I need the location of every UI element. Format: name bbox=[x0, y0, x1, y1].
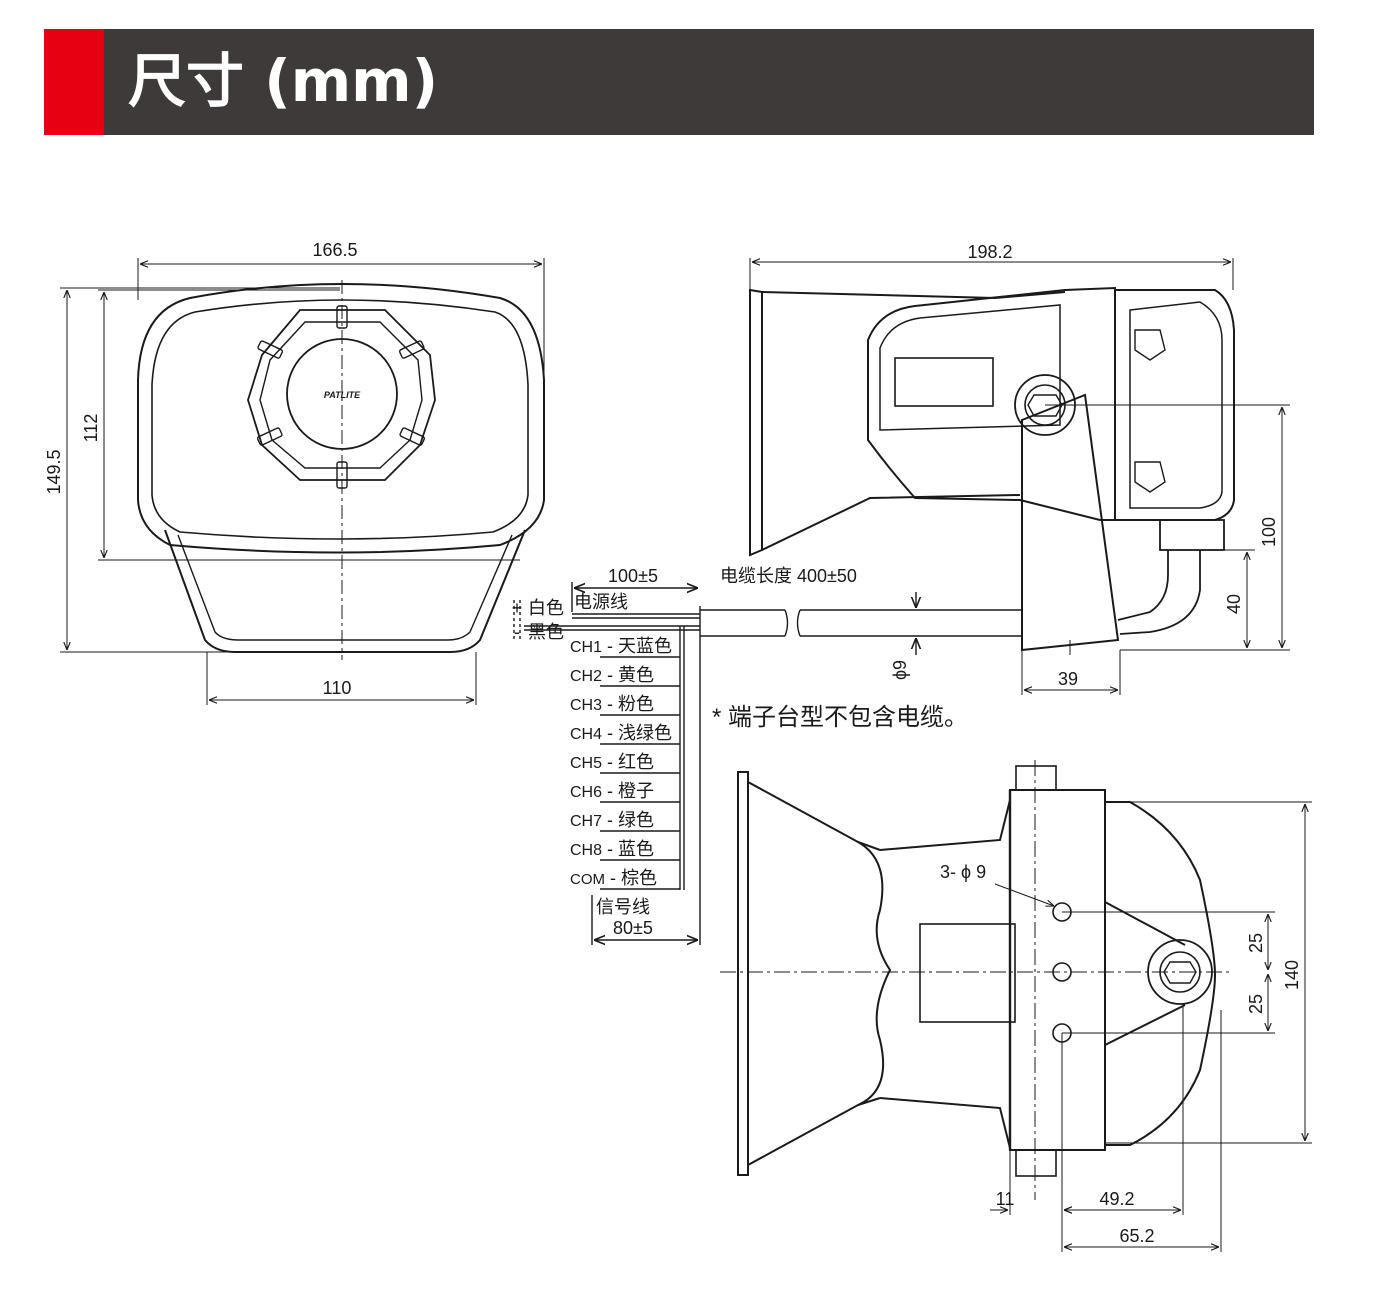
side-rear-cover bbox=[1115, 289, 1235, 521]
front-logo: PATLITE bbox=[324, 390, 361, 400]
bottom-bolt-bottom bbox=[1015, 1149, 1057, 1177]
dim-holes: 3- ϕ 9 bbox=[940, 862, 986, 882]
bottom-horn bbox=[737, 771, 749, 1176]
dim-cable-diameter: ϕ9 bbox=[890, 660, 910, 680]
front-dims: 166.5 149.5 112 110 bbox=[44, 240, 545, 705]
bottom-rear-cover bbox=[1105, 801, 1217, 1146]
channel-list: CH1 - 天蓝色 CH2 - 黄色 CH3 - 粉色 CH4 - 浅绿色 CH… bbox=[570, 636, 672, 888]
dim-offset-mid: 49.2 bbox=[1099, 1189, 1134, 1209]
black-wire-label: 黑色 bbox=[528, 622, 564, 642]
plus-sign: + bbox=[512, 598, 523, 618]
section-title: 尺寸 (mm) bbox=[128, 47, 439, 115]
channel-label: CH3 - 粉色 bbox=[570, 694, 654, 714]
dim-offset-left: 11 bbox=[996, 1189, 1015, 1209]
side-cable-gland bbox=[1159, 519, 1225, 551]
bottom-view bbox=[720, 760, 1230, 1200]
front-body-inner bbox=[151, 299, 529, 540]
side-bracket bbox=[1021, 393, 1120, 652]
dim-pitch-lower: 25 bbox=[1246, 994, 1266, 1014]
cable-length-label: 电缆长度 400±50 bbox=[720, 566, 857, 586]
side-dims: 198.2 100 40 39 ϕ9 bbox=[749, 242, 1290, 695]
side-view bbox=[749, 286, 1235, 655]
bottom-bracket bbox=[1009, 789, 1106, 1151]
channel-label: CH6 - 橙子 bbox=[570, 781, 654, 801]
power-wire-label: 电源线 bbox=[574, 592, 628, 612]
channel-label: CH1 - 天蓝色 bbox=[570, 636, 672, 656]
dim-front-height: 149.5 bbox=[44, 449, 64, 494]
front-body-outer bbox=[137, 283, 545, 554]
dim-side-lower-height: 40 bbox=[1224, 594, 1244, 614]
bottom-label-plate bbox=[919, 923, 1016, 1023]
minus-sign: - bbox=[514, 622, 520, 642]
channel-label: CH7 - 绿色 bbox=[570, 810, 654, 830]
channel-label: CH2 - 黄色 bbox=[570, 665, 654, 685]
dim-side-bracket: 39 bbox=[1058, 669, 1078, 689]
side-label-plate bbox=[894, 357, 994, 407]
power-wire-length: 100±5 bbox=[608, 566, 658, 586]
dim-pitch-upper: 25 bbox=[1246, 933, 1266, 953]
dim-side-height: 100 bbox=[1259, 517, 1279, 547]
dim-front-width: 166.5 bbox=[312, 240, 357, 260]
channel-label: CH8 - 蓝色 bbox=[570, 839, 654, 859]
section-header: 尺寸 (mm) bbox=[44, 29, 1314, 135]
channel-label: CH5 - 红色 bbox=[570, 752, 654, 772]
dim-side-length: 198.2 bbox=[967, 242, 1012, 262]
dim-offset-total: 65.2 bbox=[1119, 1226, 1154, 1246]
signal-wire-label: 信号线 bbox=[596, 897, 650, 917]
white-wire-label: 白色 bbox=[528, 598, 564, 618]
dim-front-inner-height: 112 bbox=[81, 414, 101, 443]
side-body bbox=[867, 286, 1116, 521]
header-accent-bar bbox=[44, 29, 104, 135]
bottom-bolt-top bbox=[1015, 765, 1057, 791]
channel-label: CH4 - 浅绿色 bbox=[570, 723, 672, 743]
dim-bottom-height: 140 bbox=[1282, 960, 1302, 990]
dim-front-bottom-width: 110 bbox=[323, 678, 352, 698]
wiring-diagram: 100±5 电缆长度 400±50 电源线 + - 白色 黑色 CH1 - 天蓝… bbox=[512, 566, 1022, 945]
side-horn bbox=[749, 288, 763, 557]
cable-note: * 端子台型不包含电缆。 bbox=[712, 704, 968, 731]
channel-label: COM - 棕色 bbox=[570, 868, 657, 888]
front-view bbox=[137, 280, 545, 660]
signal-wire-length: 80±5 bbox=[613, 918, 653, 938]
front-stand bbox=[164, 529, 526, 653]
front-grille-outer bbox=[247, 309, 436, 481]
bottom-dims: 3- ϕ 9 25 25 140 11 49.2 65.2 bbox=[940, 801, 1312, 1252]
